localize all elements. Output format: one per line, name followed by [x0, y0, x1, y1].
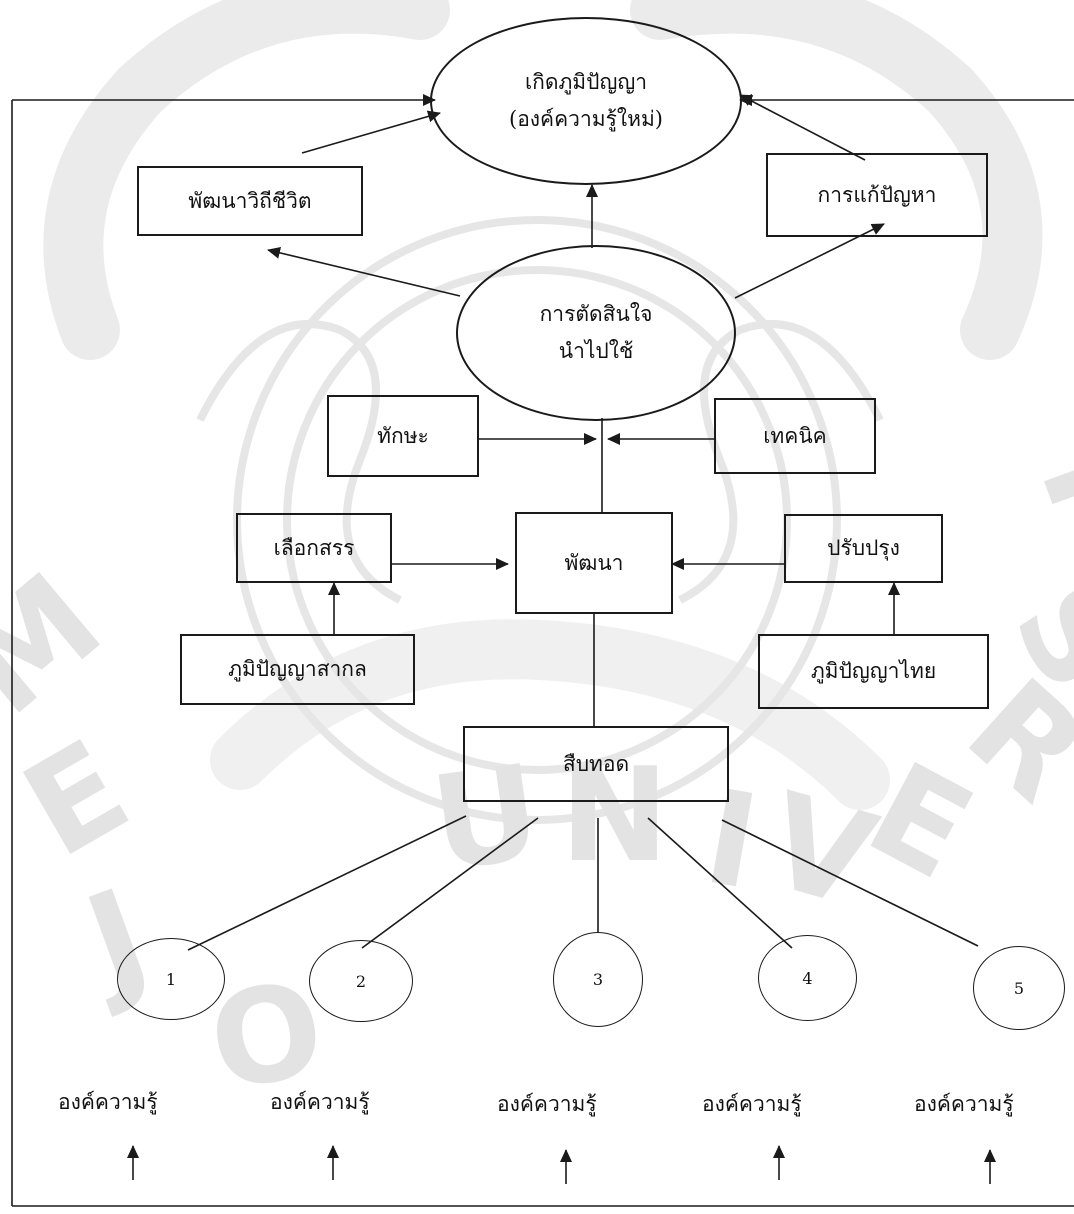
node-number: 2	[355, 971, 367, 991]
knowledge-label-2: องค์ความรู้	[270, 1090, 370, 1114]
knowledge-node-4: 4	[758, 935, 857, 1021]
technique-label: เทคนิค	[763, 423, 827, 448]
inherit-label: สืบทอด	[562, 751, 630, 776]
improve-label: ปรับปรุง	[827, 536, 900, 560]
knowledge-node-3: 3	[553, 932, 643, 1027]
improve-box: ปรับปรุง	[784, 514, 943, 583]
skill-label: ทักษะ	[377, 423, 429, 448]
skill-box: ทักษะ	[327, 395, 479, 477]
problem-solving-box: การแก้ปัญหา	[766, 153, 988, 237]
knowledge-node-5: 5	[973, 946, 1065, 1030]
way-of-life-box: พัฒนาวิถีชีวิต	[137, 166, 363, 236]
knowledge-node-2: 2	[309, 940, 413, 1022]
knowledge-label-4: องค์ความรู้	[702, 1092, 802, 1116]
decision-line1: การตัดสินใจ	[539, 302, 653, 327]
decision-line2: นำไปใช้	[558, 339, 634, 363]
thai-wisdom-label: ภูมิปัญญาไทย	[810, 659, 937, 683]
knowledge-label-3: องค์ความรู้	[497, 1092, 597, 1116]
new-wisdom-line2: (องค์ความรู้ใหม่)	[509, 107, 663, 131]
universal-wisdom-label: ภูมิปัญญาสากล	[228, 657, 367, 681]
decision-ellipse: การตัดสินใจ นำไปใช้	[456, 245, 736, 421]
thai-wisdom-box: ภูมิปัญญาไทย	[758, 634, 989, 709]
select-box: เลือกสรร	[236, 513, 392, 583]
new-wisdom-ellipse: เกิดภูมิปัญญา (องค์ความรู้ใหม่)	[430, 17, 742, 185]
develop-box: พัฒนา	[515, 512, 673, 614]
develop-label: พัฒนา	[564, 550, 624, 575]
node-number: 3	[592, 970, 604, 989]
inherit-box: สืบทอด	[463, 726, 729, 802]
knowledge-label-1: องค์ความรู้	[58, 1090, 158, 1114]
universal-wisdom-box: ภูมิปัญญาสากล	[180, 634, 415, 705]
node-number: 5	[1013, 978, 1025, 998]
new-wisdom-line1: เกิดภูมิปัญญา	[524, 70, 648, 95]
knowledge-label-5: องค์ความรู้	[914, 1092, 1014, 1116]
select-label: เลือกสรร	[273, 535, 355, 560]
node-number: 1	[165, 969, 177, 989]
way-of-life-label: พัฒนาวิถีชีวิต	[188, 188, 312, 213]
technique-box: เทคนิค	[714, 398, 876, 474]
node-number: 4	[802, 968, 813, 988]
problem-solving-label: การแก้ปัญหา	[817, 182, 937, 207]
knowledge-node-1: 1	[117, 938, 225, 1020]
